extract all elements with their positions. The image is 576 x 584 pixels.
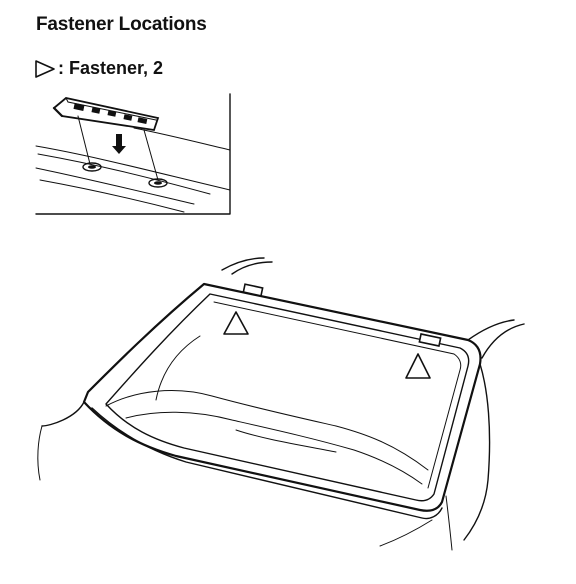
triangle-marker-icon: [405, 353, 431, 379]
guide-line: [143, 129, 159, 181]
triangle-marker-icon: [35, 59, 55, 78]
dash-detail: [235, 429, 337, 453]
fastener-detail-inset: [35, 93, 231, 215]
fender-line: [463, 363, 491, 541]
panel-edge-line: [37, 153, 211, 195]
panel-edge-line: [35, 167, 195, 205]
fastener-clip-icon: [52, 97, 160, 132]
fender-line: [445, 495, 453, 551]
dashboard-line: [105, 390, 429, 471]
mounting-hole: [82, 162, 102, 172]
page-title: Fastener Locations: [36, 14, 207, 35]
roof-line: [231, 261, 273, 275]
mounting-hole-center: [88, 165, 96, 169]
windshield-inner-line: [213, 301, 462, 489]
fastener-location-left: [242, 283, 264, 297]
fender-left: [37, 425, 43, 481]
panel-edge-line: [39, 179, 185, 213]
panel-edge-line: [35, 145, 231, 191]
legend-text: : Fastener, 2: [58, 58, 164, 78]
body-line: [481, 323, 525, 359]
legend: : Fastener, 2: [34, 58, 163, 79]
hood-line: [41, 401, 85, 427]
windshield-inner-molding: [105, 293, 470, 502]
inset-frame: [35, 93, 231, 215]
dashboard-line: [125, 411, 423, 485]
roof-line: [221, 257, 265, 271]
triangle-marker-icon: [223, 311, 249, 335]
mounting-hole-center: [154, 181, 162, 185]
fastener-location-right: [418, 333, 442, 347]
body-line: [467, 319, 515, 341]
install-arrow-icon: [112, 134, 126, 154]
windshield-illustration: [37, 257, 525, 551]
hood-edge: [379, 519, 433, 547]
cowl-line: [91, 407, 443, 520]
guide-line: [77, 115, 91, 165]
a-pillar-line: [155, 335, 201, 401]
panel-edge-line: [133, 127, 231, 151]
windshield-outer-frame: [82, 282, 482, 512]
